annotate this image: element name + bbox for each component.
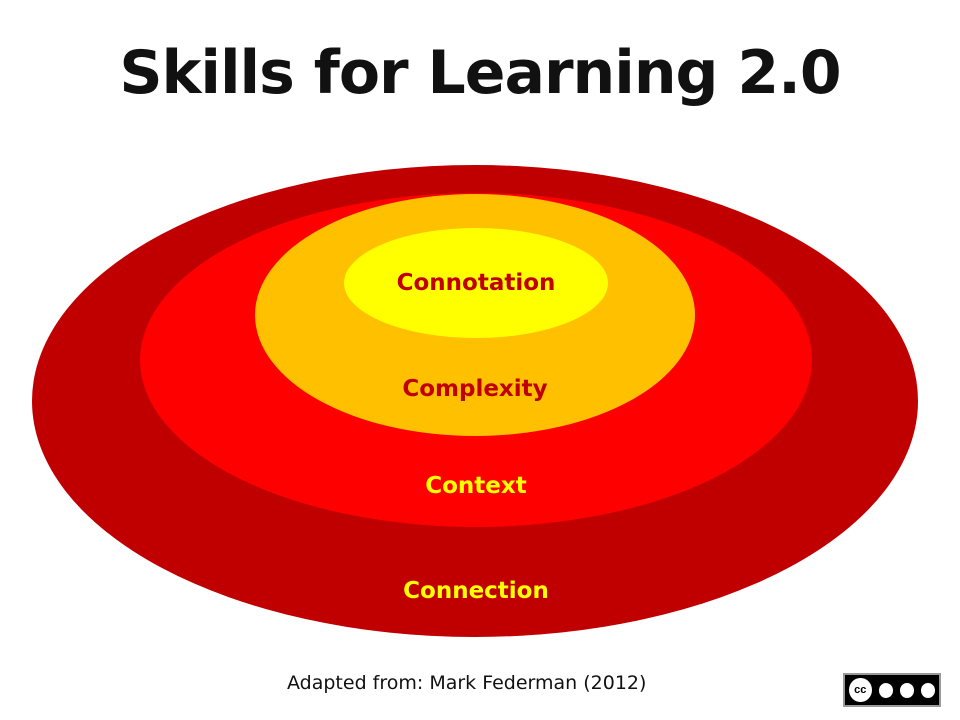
label-connection: Connection xyxy=(403,578,549,604)
nd-icon xyxy=(918,680,937,700)
cc-logo: cc xyxy=(847,676,874,704)
label-complexity: Complexity xyxy=(402,376,547,402)
ring-connotation xyxy=(344,228,608,338)
credit-text: Adapted from: Mark Federman (2012) xyxy=(287,672,647,694)
label-connotation: Connotation xyxy=(397,270,556,296)
by-icon xyxy=(876,680,895,700)
page-title: Skills for Learning 2.0 xyxy=(119,38,841,108)
nc-icon xyxy=(897,680,916,700)
creative-commons-by-nc-nd-icon: cc xyxy=(843,673,941,707)
label-context: Context xyxy=(425,473,526,499)
